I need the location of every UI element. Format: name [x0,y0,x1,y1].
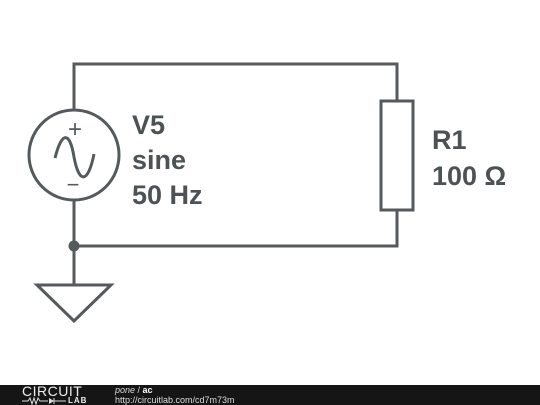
resistor-name-label: R1 [432,125,467,155]
source-frequency-label: 50 Hz [132,180,203,210]
circuit-url-link[interactable]: http://circuitlab.com/cd7m73m [115,395,235,405]
breadcrumb: pone / ac [115,385,153,395]
logo-text-top: CIRCUIT [22,383,83,399]
wires [72,62,399,285]
source-name-label: V5 [132,110,165,140]
source-labels: V5 sine 50 Hz [132,110,203,210]
voltage-source-v5[interactable]: + − [27,108,121,202]
resistor-body [379,99,415,212]
wire-top-loop [72,62,399,111]
source-circle [27,108,121,202]
ground-symbol-icon[interactable] [33,283,115,324]
logo-resistor-icon [22,396,66,405]
resistor-labels: R1 100 Ω [432,125,506,191]
breadcrumb-user-link[interactable]: pone [115,385,136,395]
sine-wave-icon [53,136,96,179]
breadcrumb-circuit-title[interactable]: ac [142,385,153,395]
wire-bottom-loop [72,201,399,248]
footer-bar: CIRCUIT LAB pone / ac http://circuitlab.… [0,383,540,405]
resistor-r1[interactable] [379,99,415,212]
source-plus-symbol: + [68,116,82,143]
circuitlab-logo[interactable]: CIRCUIT LAB [22,383,94,405]
breadcrumb-separator: / [135,385,143,395]
ground-triangle [33,283,115,324]
source-minus-symbol: − [67,172,80,197]
junction-node-dot[interactable] [68,240,80,252]
logo-text-bottom: LAB [68,396,88,405]
resistor-value-label: 100 Ω [432,161,506,191]
circuit-schematic[interactable]: + − V5 sine 50 Hz R1 100 Ω [0,0,540,385]
source-type-label: sine [132,145,186,175]
